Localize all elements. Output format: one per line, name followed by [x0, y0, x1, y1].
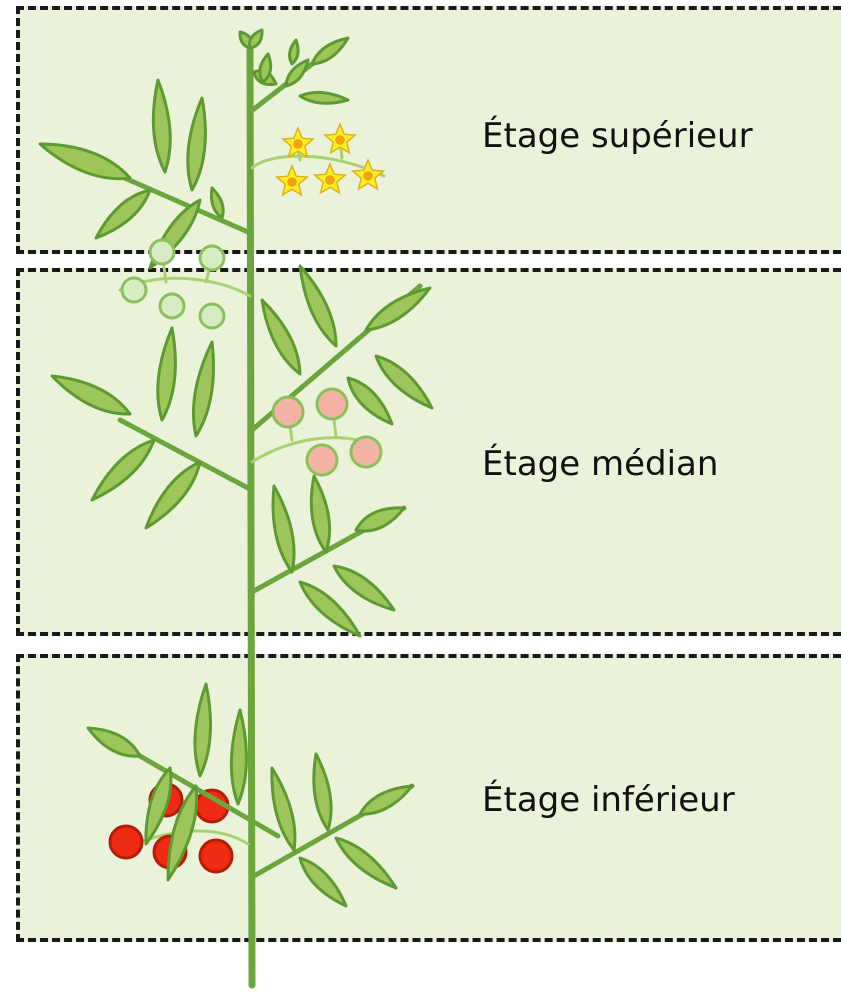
leaflet: [314, 754, 331, 830]
leaflet: [348, 378, 392, 424]
leaflet: [300, 92, 348, 103]
leaflet: [312, 38, 348, 64]
lower-zone-label: Étage inférieur: [482, 780, 735, 820]
leaflet: [211, 188, 223, 218]
leaflet: [188, 98, 206, 190]
green-fruit: [200, 304, 224, 328]
main-stem: [250, 46, 252, 985]
leaflet: [290, 40, 298, 64]
leaflet: [193, 342, 213, 436]
green-fruit: [160, 294, 184, 318]
pink-fruit: [351, 437, 381, 467]
leaflet: [300, 858, 346, 906]
leaflet: [88, 728, 140, 756]
leaflet: [376, 356, 432, 408]
flower-center: [293, 139, 303, 149]
leaflet: [250, 30, 262, 48]
leaflet: [356, 508, 404, 531]
flower-center: [325, 175, 335, 185]
leaflet: [146, 768, 171, 844]
pink-fruit: [273, 397, 303, 427]
leaflet: [334, 566, 394, 610]
leaflet: [153, 80, 170, 172]
leaflet: [272, 768, 295, 850]
pink-fruit: [307, 445, 337, 475]
leaflet: [286, 60, 308, 86]
green-fruit: [150, 240, 174, 264]
leaflet: [158, 328, 176, 420]
leaflet: [40, 144, 130, 179]
middle-zone-label: Étage médian: [482, 444, 718, 484]
leaflet: [366, 288, 430, 330]
flower-center: [363, 171, 373, 181]
green-fruit: [122, 278, 146, 302]
leaflet: [146, 462, 200, 528]
leaflet: [311, 476, 329, 552]
leaflet: [52, 376, 130, 414]
leaflet: [273, 486, 294, 572]
upper-zone-label: Étage supérieur: [482, 116, 753, 156]
pink-fruit: [317, 389, 347, 419]
red-fruit: [200, 840, 232, 872]
leaflet: [92, 440, 154, 500]
leaflet: [96, 190, 150, 238]
leaflet: [336, 838, 396, 888]
red-fruit: [110, 826, 142, 858]
flower-center: [287, 177, 297, 187]
flower-center: [335, 135, 345, 145]
leaflet: [262, 300, 300, 374]
leaflet: [195, 684, 211, 776]
leaflet: [231, 710, 246, 804]
green-fruit: [200, 246, 224, 270]
leaflet: [360, 786, 412, 814]
leaflet: [300, 266, 336, 346]
